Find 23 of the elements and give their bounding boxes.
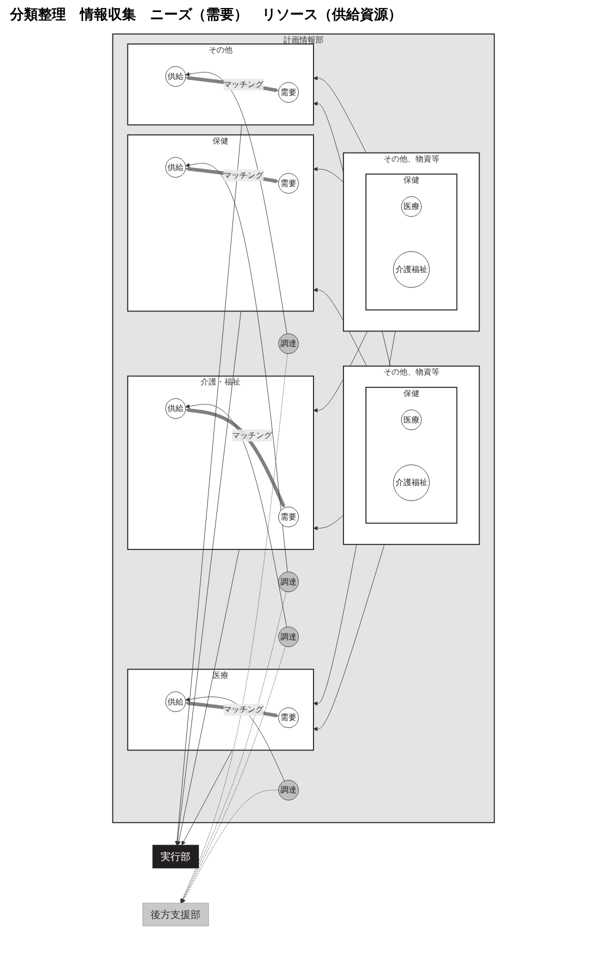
arrow: [185, 166, 279, 184]
arrow: [185, 696, 285, 782]
note-text: 情報収集: [80, 6, 136, 24]
arrow: [175, 310, 242, 846]
arrow: [174, 124, 242, 846]
arrow: [313, 514, 344, 530]
arrow: [313, 166, 344, 183]
arrow: [185, 76, 279, 92]
arrow: [182, 750, 233, 846]
arrow: [185, 162, 288, 572]
arrow: [176, 549, 240, 846]
arrow: [185, 72, 288, 334]
arrow: [313, 544, 385, 732]
node-box: 実行部: [152, 844, 199, 868]
note-text: リソース（供給資源）: [262, 6, 402, 24]
note-text: ニーズ（需要）: [150, 6, 248, 24]
arrow: [185, 404, 287, 628]
note-text: 分類整理: [10, 6, 66, 24]
arrow: [185, 408, 286, 508]
arrow: [180, 353, 288, 904]
arrow: [185, 701, 279, 718]
arrow: [313, 76, 366, 154]
node-box: 後方支援部: [142, 902, 209, 926]
